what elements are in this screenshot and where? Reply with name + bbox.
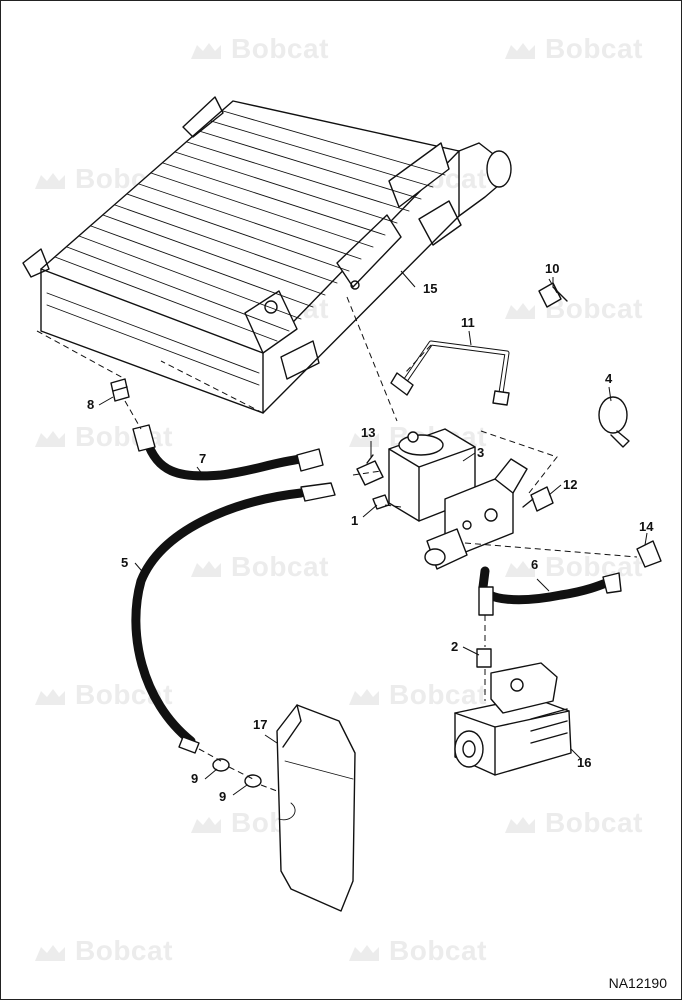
callout-14: 14: [639, 519, 654, 534]
hydraulic-pump-part-16: [454, 662, 572, 776]
hose-part-5: [131, 482, 336, 754]
bobcat-logo-icon: [35, 688, 65, 705]
clamp-part-9: [212, 758, 262, 788]
watermark: Bobcat: [501, 551, 643, 583]
callout-5: 5: [121, 555, 128, 570]
callout-2: 2: [451, 639, 458, 654]
callout-10: 10: [545, 261, 559, 276]
hose-part-7: [132, 424, 324, 481]
callout-leaders: [98, 270, 648, 796]
watermark: Bobcat: [187, 551, 329, 583]
hose-part-6: [478, 566, 622, 616]
bobcat-logo-icon: [191, 816, 221, 833]
bobcat-logo-icon: [349, 944, 379, 961]
callout-15: 15: [423, 281, 437, 296]
watermark: Bobcat: [501, 807, 643, 839]
bobcat-logo-icon: [191, 560, 221, 577]
callouts: 1 2 3 4 5 6 7 8 9 9 10 11 12 13 14 15 16…: [87, 261, 654, 804]
bobcat-logo-icon: [35, 944, 65, 961]
callout-12: 12: [563, 477, 577, 492]
bobcat-logo-icon: [505, 816, 535, 833]
callout-9b: 9: [219, 789, 226, 804]
callout-1: 1: [351, 513, 358, 528]
bobcat-logo-icon: [35, 172, 65, 189]
callout-6: 6: [531, 557, 538, 572]
elbow-fitting-part-12: [522, 486, 554, 512]
tee-fitting-part-13: [356, 454, 384, 486]
assembly-lines: [36, 278, 638, 792]
adapter-part-8: [110, 378, 130, 402]
callout-9a: 9: [191, 771, 198, 786]
bobcat-logo-icon: [505, 42, 535, 59]
watermark: Bobcat: [345, 679, 487, 711]
watermark: Bobcat: [501, 33, 643, 65]
shield-plate-part-17: [276, 704, 356, 912]
fitting-part-2: [476, 648, 492, 668]
bobcat-logo-icon: [505, 560, 535, 577]
bobcat-logo-icon: [505, 302, 535, 319]
valve-block-part-3: [388, 428, 528, 570]
oil-cooler-part-15: [22, 96, 512, 414]
hose-clamp-part-4: [598, 396, 630, 448]
callout-11: 11: [461, 315, 475, 330]
bobcat-logo-icon: [191, 42, 221, 59]
callout-8: 8: [87, 397, 94, 412]
callout-3: 3: [477, 445, 484, 460]
elbow-fitting-part-14: [636, 540, 662, 568]
watermark: Bobcat: [31, 935, 173, 967]
figure-id: NA12190: [608, 975, 667, 991]
bobcat-logo-icon: [35, 430, 65, 447]
watermark: Bobcat: [31, 421, 173, 453]
callout-13: 13: [361, 425, 375, 440]
callout-7: 7: [199, 451, 206, 466]
watermark: Bobcat: [345, 935, 487, 967]
bobcat-logo-icon: [349, 688, 379, 705]
callout-4: 4: [605, 371, 613, 386]
callout-16: 16: [577, 755, 591, 770]
tube-part-11: [390, 340, 510, 406]
cooler-fins: [46, 110, 446, 386]
watermark: Bobcat: [187, 33, 329, 65]
callout-17: 17: [253, 717, 267, 732]
